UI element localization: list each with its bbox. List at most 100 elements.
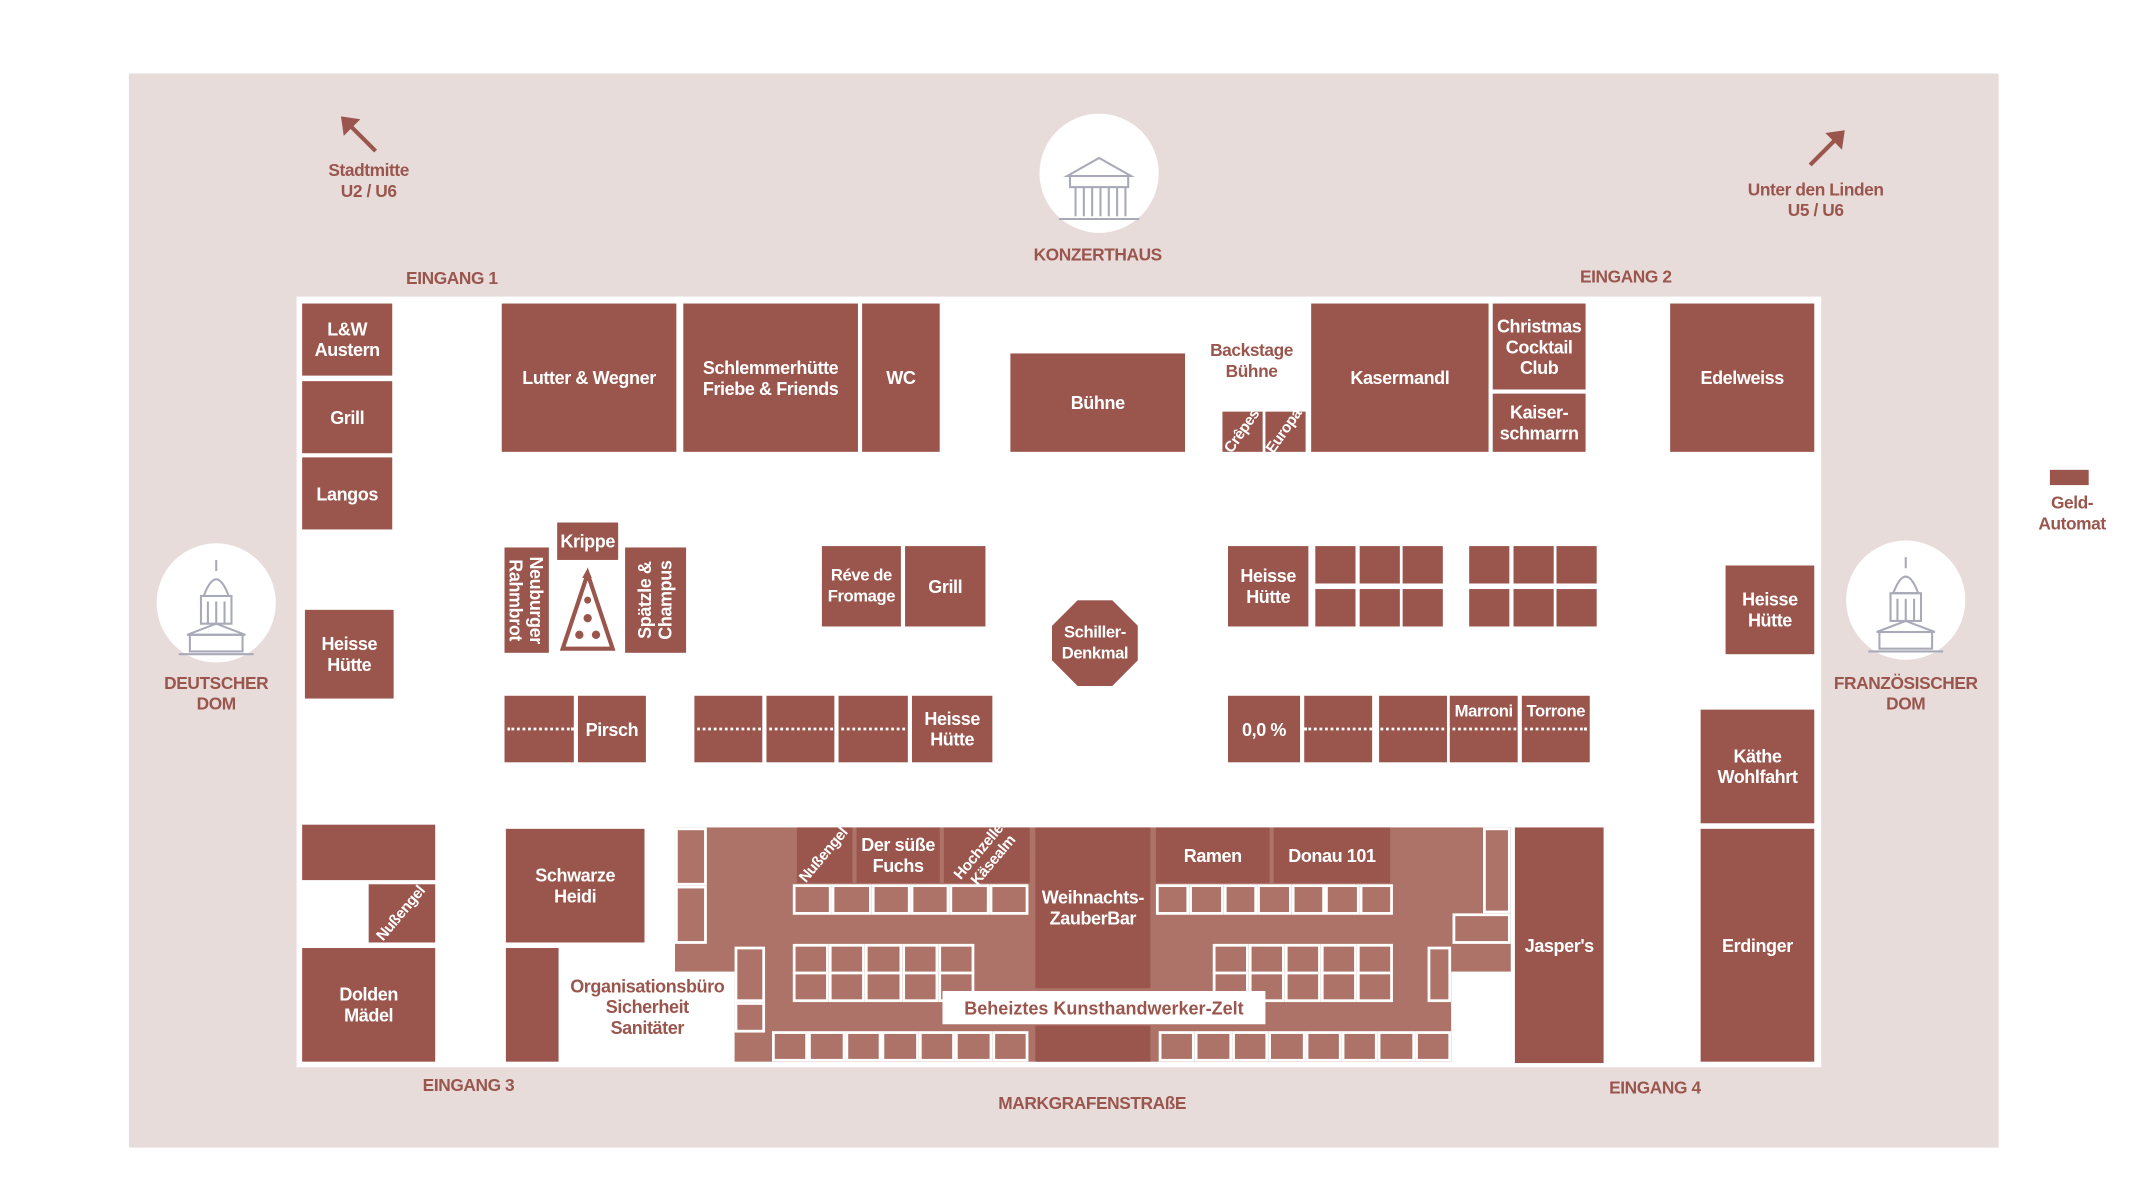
booth-edelweiss[interactable]: Edelweiss — [1670, 303, 1815, 452]
booth-lutter-wegner[interactable]: Lutter & Wegner — [501, 303, 677, 452]
stall[interactable] — [1284, 943, 1321, 975]
stall[interactable] — [901, 971, 939, 1003]
stall[interactable] — [881, 1031, 919, 1062]
stall[interactable] — [1212, 943, 1249, 975]
stall[interactable] — [1268, 1031, 1305, 1062]
stall[interactable] — [829, 943, 866, 975]
booth-spaetzle-champus[interactable]: Spätzle &Champus — [625, 547, 687, 653]
booth-pirsch[interactable]: Pirsch — [577, 695, 646, 763]
booth-crepes[interactable]: Crêpes — [1221, 406, 1263, 457]
stall[interactable] — [989, 884, 1029, 915]
stall[interactable] — [1414, 1031, 1452, 1062]
stall[interactable] — [1315, 546, 1356, 584]
stall[interactable] — [1358, 589, 1400, 627]
stall[interactable] — [1427, 946, 1452, 1003]
booth-donau-101[interactable]: Donau 101 — [1273, 827, 1391, 883]
stall[interactable] — [792, 943, 830, 975]
stall[interactable] — [991, 1031, 1029, 1062]
stall[interactable] — [1469, 546, 1510, 584]
booth-kaiserschmarrn[interactable]: Kaiser-schmarrn — [1492, 393, 1586, 452]
booth-kasermandl[interactable]: Kasermandl — [1311, 303, 1489, 452]
stall[interactable] — [1469, 589, 1510, 627]
stall[interactable] — [1512, 589, 1554, 627]
stall[interactable] — [871, 884, 911, 915]
booth-krippe[interactable]: Krippe — [557, 522, 619, 560]
stall[interactable] — [949, 884, 990, 915]
booth-ramen[interactable]: Ramen — [1155, 827, 1270, 883]
stall[interactable] — [901, 943, 939, 975]
stall[interactable] — [1452, 913, 1511, 944]
stall[interactable] — [1556, 589, 1597, 627]
stall[interactable] — [1257, 884, 1292, 915]
stall[interactable] — [832, 884, 872, 915]
stall[interactable] — [772, 1031, 809, 1062]
stall[interactable] — [792, 884, 833, 915]
stall[interactable] — [910, 884, 950, 915]
stall[interactable] — [1358, 546, 1400, 584]
stall[interactable] — [1284, 971, 1321, 1003]
booth-nussengel-2[interactable]: Nußengel — [796, 824, 853, 886]
stall[interactable] — [1512, 546, 1554, 584]
stall[interactable] — [1231, 1031, 1269, 1062]
booth-null-prozent[interactable]: 0,0 % — [1227, 695, 1301, 763]
booth-wc[interactable]: WC — [862, 303, 940, 452]
stall[interactable] — [674, 827, 707, 886]
booth-europa[interactable]: Europa — [1263, 406, 1307, 457]
stall[interactable] — [1320, 971, 1357, 1003]
stall[interactable] — [1341, 1031, 1379, 1062]
stall[interactable] — [1402, 546, 1443, 584]
stall[interactable] — [792, 971, 830, 1003]
stall[interactable] — [1158, 1031, 1196, 1062]
stall[interactable] — [1556, 546, 1597, 584]
stall[interactable] — [1359, 884, 1393, 915]
stall[interactable] — [1291, 884, 1326, 915]
organisation-building[interactable] — [505, 948, 559, 1062]
stall[interactable] — [1248, 943, 1285, 975]
stall[interactable] — [734, 946, 766, 1003]
stall[interactable] — [1483, 827, 1511, 914]
stall[interactable] — [829, 971, 866, 1003]
booth-weihnachts-zauberbar[interactable]: Weihnachts-ZauberBar — [1035, 827, 1151, 989]
stall[interactable] — [1223, 884, 1258, 915]
stall[interactable] — [938, 943, 975, 975]
stall[interactable] — [808, 1031, 846, 1062]
stall[interactable] — [1356, 971, 1393, 1003]
stall[interactable] — [918, 1031, 956, 1062]
stall[interactable] — [1035, 1025, 1151, 1062]
booth-erdinger[interactable]: Erdinger — [1700, 828, 1815, 1062]
stall[interactable] — [1325, 884, 1360, 915]
stall[interactable] — [1189, 884, 1224, 915]
stall[interactable] — [865, 971, 902, 1003]
stall[interactable] — [1304, 1031, 1342, 1062]
stall[interactable] — [1356, 943, 1393, 975]
booth-nussengel[interactable]: Nußengel — [368, 882, 436, 944]
booth-grill[interactable]: Grill — [302, 381, 393, 454]
stall[interactable] — [1378, 1031, 1415, 1062]
stall[interactable] — [734, 1002, 766, 1033]
stall[interactable] — [302, 824, 436, 881]
booth-grill-2[interactable]: Grill — [905, 546, 986, 627]
stall[interactable] — [1315, 589, 1356, 627]
stall[interactable] — [1155, 884, 1190, 915]
stall[interactable] — [1320, 943, 1357, 975]
stall[interactable] — [845, 1031, 882, 1062]
booth-langos[interactable]: Langos — [302, 457, 393, 530]
booth-jaspers[interactable]: Jasper's — [1514, 827, 1604, 1064]
stall[interactable] — [1195, 1031, 1232, 1062]
stall[interactable] — [1402, 589, 1443, 627]
stall[interactable] — [674, 885, 707, 944]
stall[interactable] — [955, 1031, 992, 1062]
